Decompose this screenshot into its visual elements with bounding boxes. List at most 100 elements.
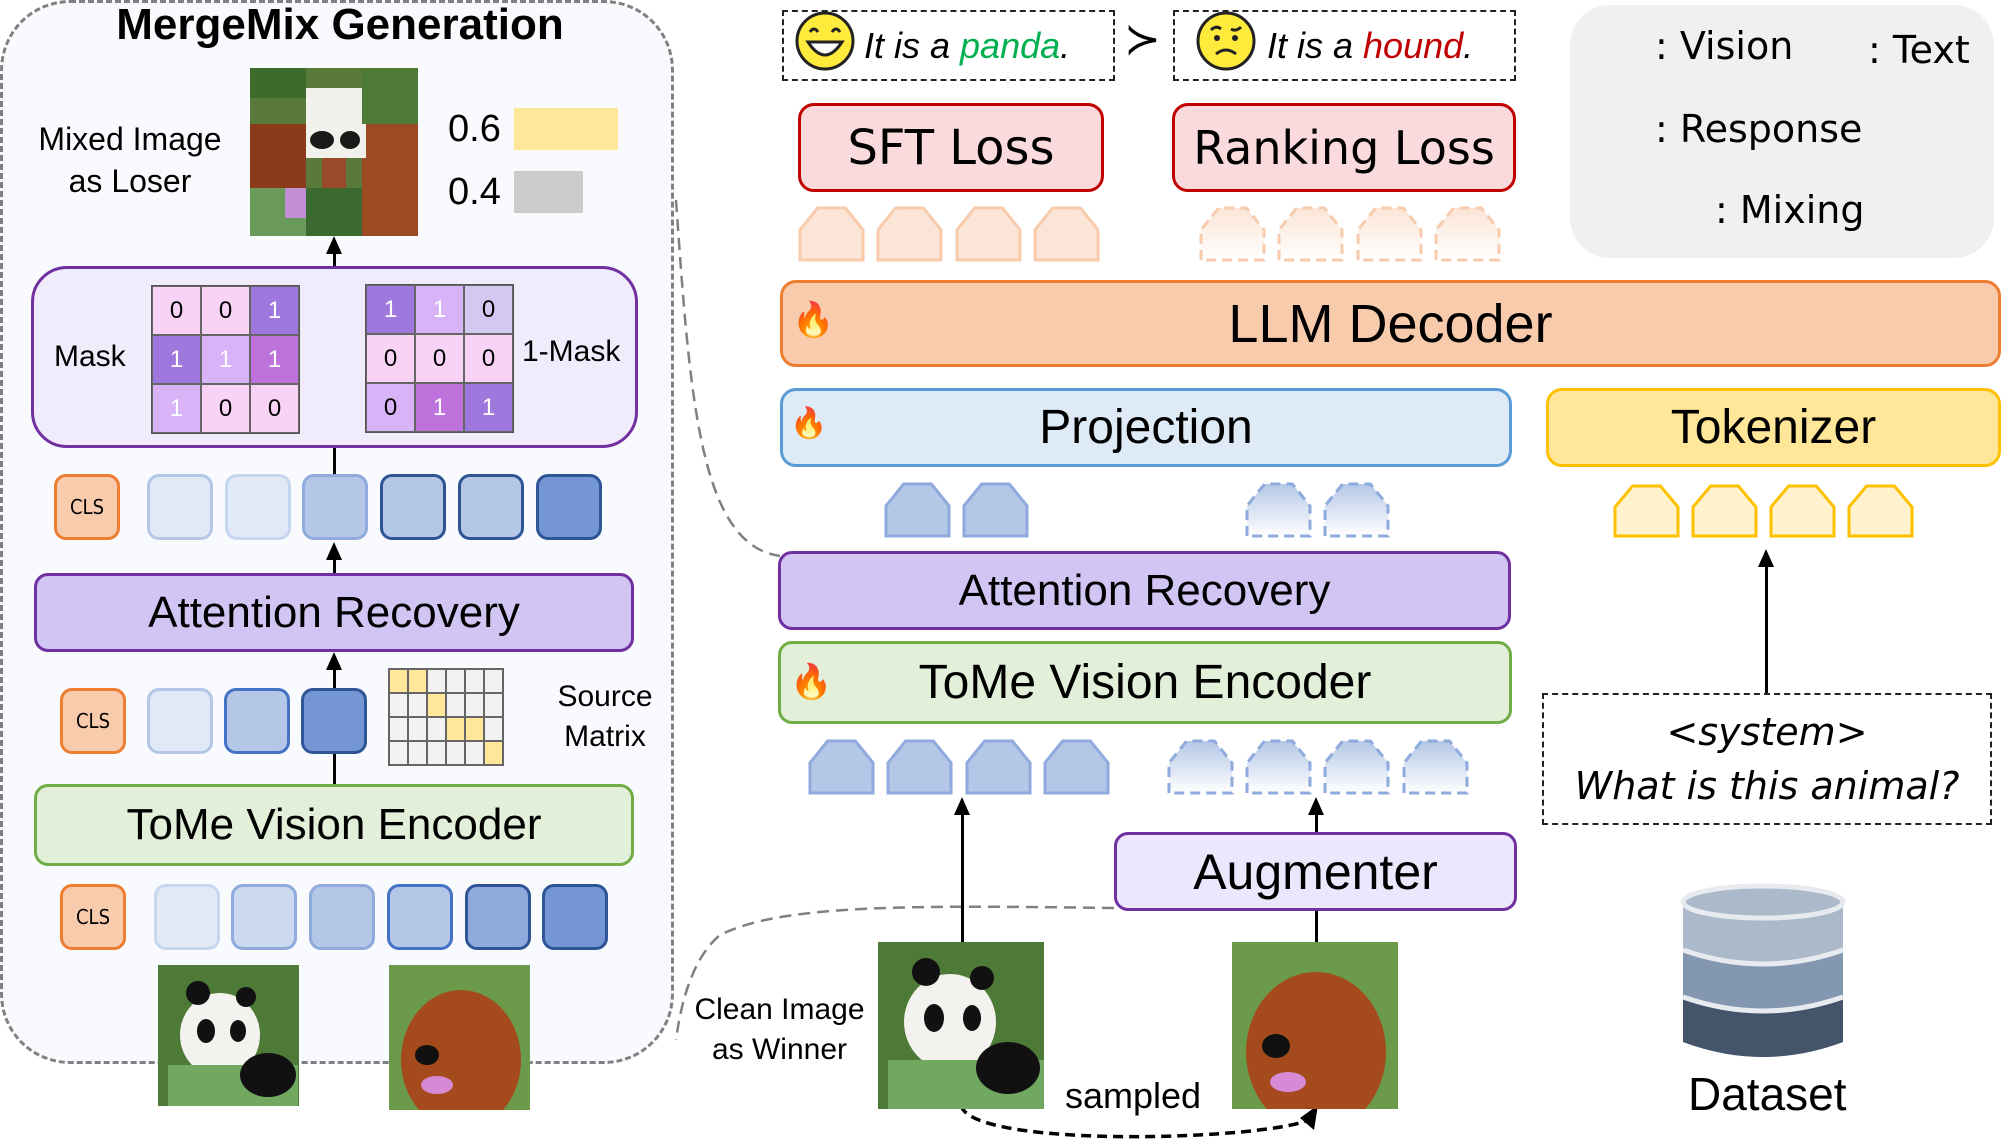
vision-token [309,884,375,950]
response-prefix: It is a [864,24,961,66]
ranking-loss-label: Ranking Loss [1193,120,1495,175]
vision-token [542,884,608,950]
cls-token: CLS [60,884,126,950]
mixed-vision-token [1245,739,1312,795]
source-matrix-cell [446,741,465,765]
vision-token [962,482,1029,538]
winner-text: It is a panda. [864,25,1070,67]
mixed-vision-token [1323,482,1390,538]
legend-vision-label: : Vision [1655,24,1794,68]
source-matrix-label: Source Matrix [540,677,670,757]
database-icon [1680,883,1846,1057]
clean-panda-image [878,942,1044,1109]
source-matrix-cell [465,669,484,693]
mask-cell: 0 [201,286,250,335]
sampled-dog-image [1232,942,1398,1109]
mixed-vision-token [1245,482,1312,538]
source-matrix-cell [465,741,484,765]
response-token [1033,206,1100,262]
cls-label: CLS [75,709,110,733]
mixed-response-token [1277,206,1344,262]
source-matrix-cell [446,693,465,717]
mask-cell: 0 [201,384,250,433]
attention-recovery-right: Attention Recovery [778,551,1511,630]
trainable-fire-icon: 🔥 [792,301,835,339]
augmenter-label: Augmenter [1193,843,1438,900]
mask-cell: 1 [366,285,415,334]
mask-cell: 1 [152,384,201,433]
vision-token [387,884,453,950]
source-matrix-cell [484,693,503,717]
vision-token [225,474,291,540]
mask-cell: 0 [366,383,415,432]
mask-cell: 1 [415,285,464,334]
text-token [1691,484,1758,538]
ranking-loss-box: Ranking Loss [1172,103,1516,192]
source-matrix-cell [446,717,465,741]
source-matrix-cell [408,693,427,717]
vision-token [380,474,446,540]
vision-token [1043,739,1110,795]
mixed-response-token [1434,206,1501,262]
arrow-head [1758,549,1774,567]
source-matrix-cell [389,693,408,717]
vision-token [884,482,951,538]
sampled-label: sampled [1065,1075,1202,1116]
arrow-head [326,236,342,254]
ratio-bar-loser [514,171,583,213]
source-matrix-cell [389,741,408,765]
mask-cell: 0 [152,286,201,335]
grinning-face-icon [794,10,856,81]
response-token [876,206,943,262]
trainable-fire-icon: 🔥 [790,407,828,440]
vision-token [224,688,290,754]
source-matrix-cell [427,669,446,693]
mixed-response-token [1356,206,1423,262]
legend-mixing-label: : Mixing [1715,188,1865,232]
source-matrix-cell [408,669,427,693]
projection-box: Projection [780,388,1512,467]
arrow-head [326,652,342,670]
cls-label: CLS [75,905,110,929]
arrow-head [326,542,342,560]
source-matrix-cell [484,741,503,765]
mask-cell: 1 [250,335,299,384]
caption-line: as Loser [68,163,192,199]
source-matrix-cell [427,693,446,717]
source-matrix-cell [465,717,484,741]
clean-image-caption: Clean Image as Winner [682,990,877,1070]
vision-token [886,739,953,795]
llm-decoder-box: LLM Decoder [780,280,2001,367]
arrow-line [1765,565,1768,695]
tome-encoder-label: ToMe Vision Encoder [918,656,1372,709]
arrow-head [1308,797,1324,815]
arrow-line [961,808,964,942]
vision-token [147,474,213,540]
prompt-system: <system> [1666,710,1868,754]
sft-loss-label: SFT Loss [847,119,1055,176]
attention-recovery-label: Attention Recovery [148,587,520,637]
tome-encoder-label: ToMe Vision Encoder [126,800,542,849]
mixed-vision-token [1167,739,1234,795]
response-suffix: . [1463,24,1474,66]
text-token [1769,484,1836,538]
vision-token [465,884,531,950]
response-prefix: It is a [1267,24,1364,66]
augmenter-box: Augmenter [1114,832,1517,911]
sft-loss-box: SFT Loss [798,103,1104,192]
source-matrix-cell [408,717,427,741]
cls-token: CLS [60,688,126,754]
loser-text: It is a hound. [1267,25,1473,67]
tokenizer-label: Tokenizer [1670,401,1877,454]
ratio-value: 0.4 [448,171,501,213]
mask-cell: 1 [464,383,513,432]
connector-to-augmenter [674,905,1115,1041]
mask-cell: 1 [250,286,299,335]
projection-label: Projection [1039,401,1253,454]
prompt-question: What is this animal? [1574,764,1960,808]
source-matrix-cell [427,741,446,765]
response-token [955,206,1022,262]
